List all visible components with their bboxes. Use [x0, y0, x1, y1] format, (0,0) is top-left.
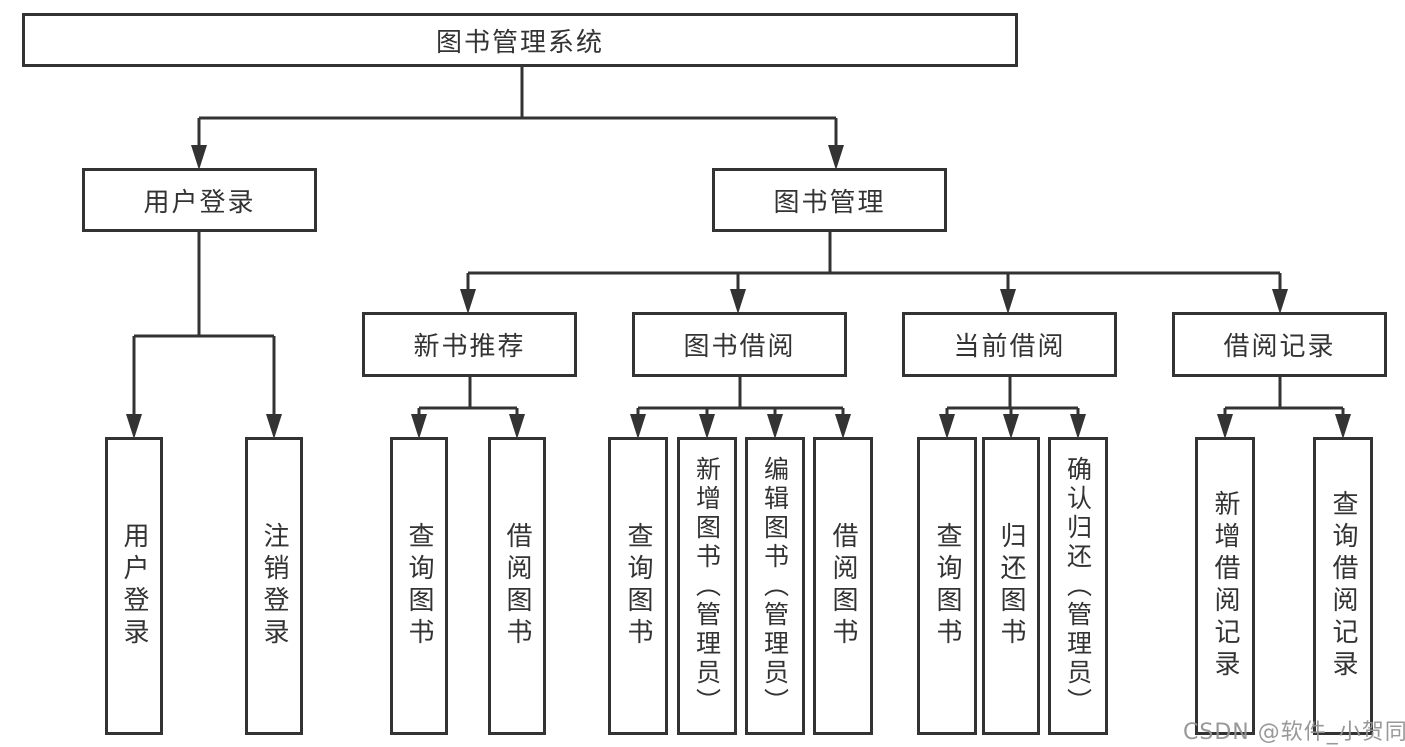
leaf-query-book-borrow: 查询图书 — [608, 437, 668, 735]
node-borrow-record: 借阅记录 — [1172, 312, 1387, 377]
leaf-add-borrow-record: 新增借阅记录 — [1195, 437, 1255, 735]
leaf-borrow-book-recommend: 借阅图书 — [488, 437, 546, 735]
leaf-add-book-admin: 新增图书（管理员） — [677, 437, 737, 735]
node-root: 图书管理系统 — [22, 13, 1018, 67]
leaf-return-book: 归还图书 — [982, 437, 1040, 735]
leaf-query-book-current: 查询图书 — [917, 437, 977, 735]
csdn-watermark: CSDN @软件_小贺同学 — [1183, 720, 1405, 745]
node-new-book-recommend: 新书推荐 — [362, 312, 577, 377]
node-current-borrow: 当前借阅 — [902, 312, 1117, 377]
leaf-edit-book-admin: 编辑图书（管理员） — [745, 437, 805, 735]
leaf-query-book-recommend: 查询图书 — [390, 437, 448, 735]
node-user-login: 用户登录 — [82, 168, 317, 232]
leaf-logout: 注销登录 — [245, 437, 303, 735]
node-book-borrow: 图书借阅 — [632, 312, 847, 377]
node-book-management: 图书管理 — [712, 168, 947, 232]
leaf-borrow-book: 借阅图书 — [813, 437, 873, 735]
leaf-query-borrow-record: 查询借阅记录 — [1313, 437, 1373, 735]
leaf-user-login: 用户登录 — [105, 437, 163, 735]
leaf-confirm-return-admin: 确认归还（管理员） — [1048, 437, 1108, 735]
